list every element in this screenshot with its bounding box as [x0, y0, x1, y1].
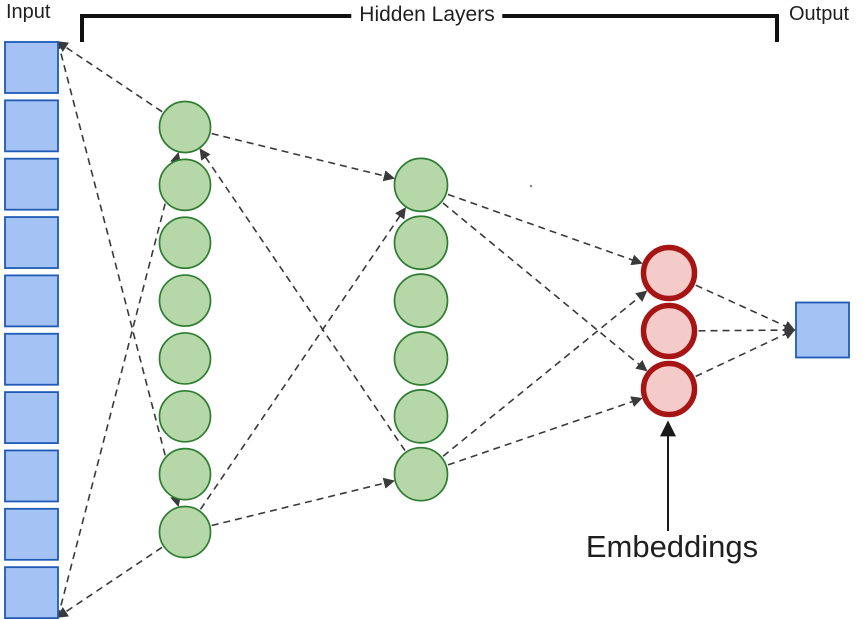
connection-line	[199, 148, 406, 452]
input-node	[4, 157, 59, 211]
connection-line	[447, 396, 643, 466]
output-node	[795, 301, 850, 359]
connection-line	[57, 41, 182, 508]
embeddings-node	[640, 360, 698, 418]
input-node	[4, 449, 59, 503]
hidden-layer-1-node	[158, 332, 212, 385]
output-label: Output	[789, 3, 850, 25]
layer-nodes	[4, 41, 850, 619]
hidden-layer-1-node	[158, 158, 212, 212]
connection-line	[199, 207, 406, 510]
hidden-layer-2-node	[393, 157, 449, 213]
connection-line	[698, 324, 796, 336]
connection-line	[57, 151, 182, 618]
connection-line	[695, 284, 796, 332]
embeddings-node	[640, 244, 698, 302]
hidden-layer-2-node	[393, 388, 449, 444]
input-node	[4, 507, 59, 561]
hidden-layer-2-node	[393, 215, 449, 271]
hidden-layers-label: Hidden Layers	[351, 3, 503, 27]
input-label: Input	[6, 1, 51, 23]
hidden-layer-1-node	[158, 274, 212, 327]
input-node	[4, 566, 59, 619]
connection-lines	[56, 41, 796, 618]
connection-line	[442, 290, 648, 457]
input-node	[4, 274, 59, 328]
input-node	[4, 41, 59, 94]
input-node	[4, 332, 59, 386]
connection-line	[442, 202, 648, 372]
hidden-layer-1-node	[158, 100, 212, 154]
connection-line	[695, 328, 796, 378]
connection-line	[211, 477, 395, 527]
connection-line	[56, 41, 163, 113]
hidden-layer-2-node	[393, 446, 449, 502]
hidden-layer-1-node	[158, 505, 212, 559]
connection-line	[211, 132, 395, 182]
hidden-layer-1-node	[158, 389, 212, 443]
input-node	[4, 216, 59, 269]
hidden-layer-2-node	[393, 331, 449, 386]
connection-line	[447, 193, 643, 266]
connection-line	[56, 546, 163, 618]
embeddings-label: Embeddings	[585, 529, 759, 564]
input-node	[4, 99, 59, 153]
stray-dot	[529, 184, 533, 188]
hidden-layer-1-node	[158, 447, 212, 501]
input-node	[4, 391, 59, 445]
embeddings-node	[640, 302, 698, 360]
hidden-layer-2-node	[393, 273, 449, 328]
hidden-layer-1-node	[158, 216, 212, 270]
